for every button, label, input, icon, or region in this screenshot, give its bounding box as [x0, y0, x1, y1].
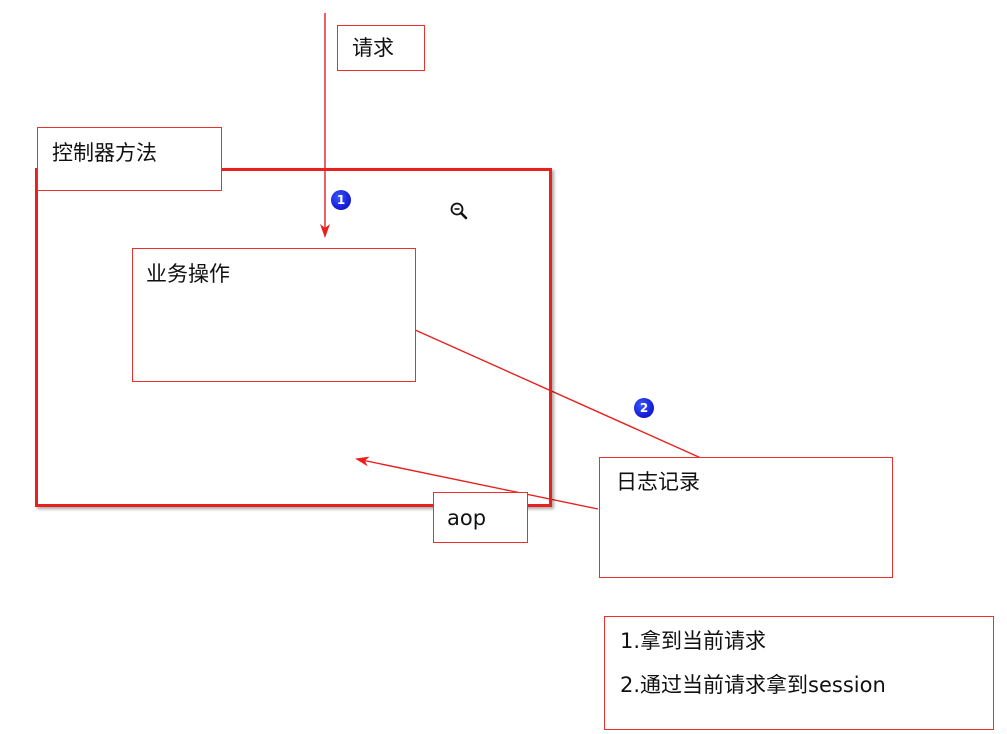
- controller-method-label: 控制器方法: [52, 141, 157, 165]
- zoom-out-icon[interactable]: [449, 201, 469, 221]
- request-label: 请求: [352, 36, 394, 60]
- business-operation-box: 业务操作: [132, 248, 416, 382]
- note-line-1: 1.拿到当前请求: [620, 629, 767, 653]
- request-box: 请求: [337, 25, 425, 71]
- aop-box: aop: [433, 492, 528, 543]
- controller-method-box: 控制器方法: [37, 127, 222, 191]
- step-1-badge: 1: [331, 190, 351, 210]
- aop-arrow: [355, 456, 599, 510]
- logging-box: 日志记录: [599, 457, 893, 578]
- log-arrow: [403, 324, 723, 468]
- logging-label: 日志记录: [616, 470, 700, 494]
- notes-box: 1.拿到当前请求 2.通过当前请求拿到session: [604, 616, 994, 730]
- aop-label: aop: [447, 506, 487, 530]
- note-line-2: 2.通过当前请求拿到session: [620, 673, 886, 697]
- controller-method-frame: [35, 168, 552, 507]
- step-2-badge: 2: [634, 398, 654, 418]
- business-operation-label: 业务操作: [146, 262, 230, 286]
